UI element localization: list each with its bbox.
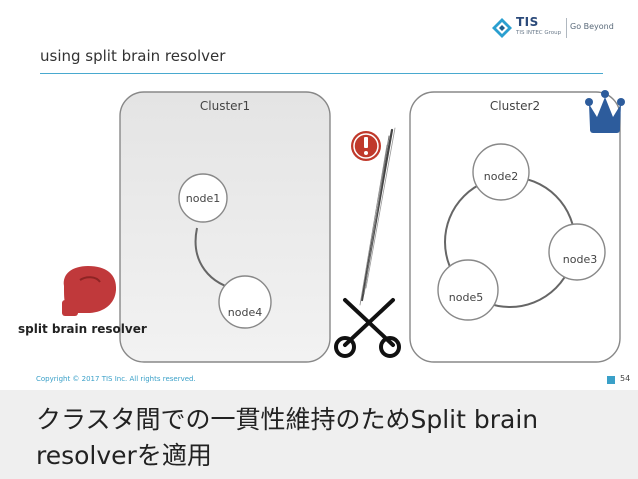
node-label: node4 [228,306,262,319]
scissors-icon [334,298,401,358]
cluster1-label: Cluster1 [200,99,250,113]
resolver-label: split brain resolver [18,322,147,336]
split-line [359,127,396,306]
logo-divider [566,18,567,38]
heading-rule [40,73,603,74]
slide-heading: using split brain resolver [40,47,226,65]
page-number: 54 [620,374,631,383]
caption-line-2: resolverを適用 [36,441,212,470]
node-node2: node2 [472,143,530,201]
node-node3: node3 [548,223,606,281]
logo-group: TIS INTEC Group [516,30,562,36]
caption-line-1: クラスタ間での一貫性維持のためSplit brain [36,405,539,434]
diagram: Cluster1 node1 node4 Cluster2 node2 node… [62,90,625,363]
node-label: node3 [563,253,597,266]
copyright: Copyright © 2017 TIS Inc. All rights res… [36,375,196,383]
warning-icon [351,131,381,161]
page-marker [607,376,615,384]
node-node5: node5 [437,259,499,321]
node-label: node2 [484,170,518,183]
node-label: node1 [186,192,220,205]
node-node4: node4 [218,275,272,329]
boxing-glove-icon [62,266,117,316]
logo-name: TIS [516,15,539,29]
cluster1-box [119,91,331,363]
node-node1: node1 [178,173,228,223]
caption-panel [0,390,638,479]
node-label: node5 [449,291,483,304]
tis-logo-mark-icon [492,18,512,38]
crown-icon [585,90,625,133]
cluster2-label: Cluster2 [490,99,540,113]
slide: TIS TIS INTEC Group Go Beyond using spli… [18,15,631,384]
logo-tagline: Go Beyond [570,22,614,31]
